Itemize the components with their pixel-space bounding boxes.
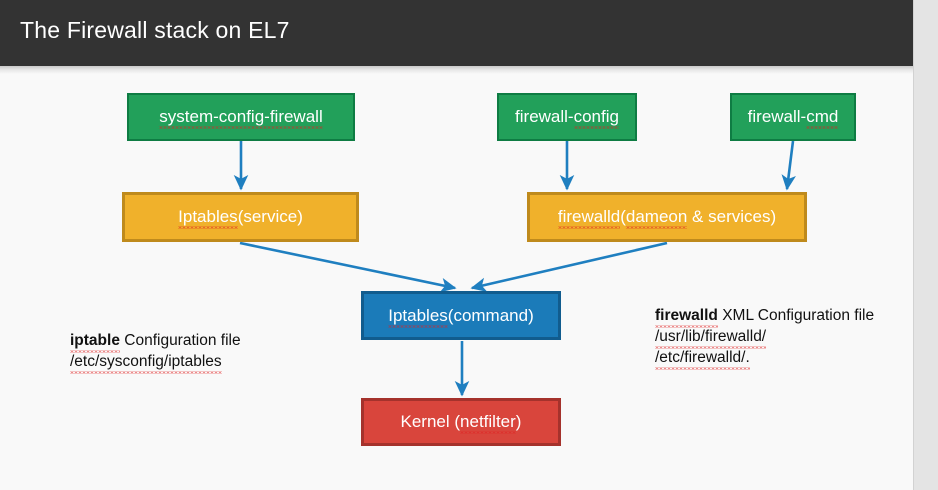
- header-shadow: [0, 66, 913, 74]
- note-line: /usr/lib/firewalld/: [655, 328, 767, 349]
- note-firewalld-config: firewalld XML Configuration file /usr/li…: [655, 305, 875, 370]
- node-label: firewall-cmd: [747, 107, 839, 129]
- note-line: iptable Configuration file: [70, 330, 241, 353]
- right-gutter-strip: [913, 0, 938, 490]
- node-label: firewall-config: [515, 107, 620, 129]
- note-bold-term: firewalld: [655, 307, 718, 328]
- node-system-config-firewall[interactable]: system-config-firewall: [127, 93, 355, 141]
- edge-iptables-service-to-iptables-command: [239, 241, 457, 293]
- node-firewalld-daemon[interactable]: firewalld(dameon & services): [527, 192, 807, 242]
- node-firewall-cmd[interactable]: firewall-cmd: [730, 93, 856, 141]
- note-line-rest: XML Configuration file: [717, 307, 875, 324]
- note-line: /etc/sysconfig/iptables: [70, 353, 222, 374]
- node-iptables-command[interactable]: Iptables(command): [361, 291, 561, 340]
- note-line-rest: Configuration file: [119, 332, 241, 349]
- note-line: firewalld XML Configuration file: [655, 305, 875, 328]
- node-label: Kernel (netfilter): [400, 412, 522, 434]
- node-label: Iptables(service): [178, 207, 303, 229]
- note-bold-term: iptable: [70, 332, 120, 353]
- node-kernel-netfilter[interactable]: Kernel (netfilter): [361, 398, 561, 446]
- node-firewall-config[interactable]: firewall-config: [497, 93, 637, 141]
- slide-header-bar: [0, 0, 913, 66]
- note-path: /etc/firewalld/.: [655, 349, 750, 370]
- edge-firewall-cmd-to-firewalld: [781, 140, 796, 191]
- note-iptable-config: iptable Configuration file /etc/sysconfi…: [70, 330, 241, 374]
- edge-firewalld-to-iptables-command: [470, 241, 668, 292]
- node-label: system-config-firewall: [159, 107, 324, 129]
- node-iptables-service[interactable]: Iptables(service): [122, 192, 359, 242]
- note-line: /etc/firewalld/.: [655, 347, 874, 370]
- node-label: Iptables(command): [388, 305, 534, 328]
- node-label: firewalld(dameon & services): [557, 207, 777, 229]
- page-title: The Firewall stack on EL7: [20, 17, 290, 43]
